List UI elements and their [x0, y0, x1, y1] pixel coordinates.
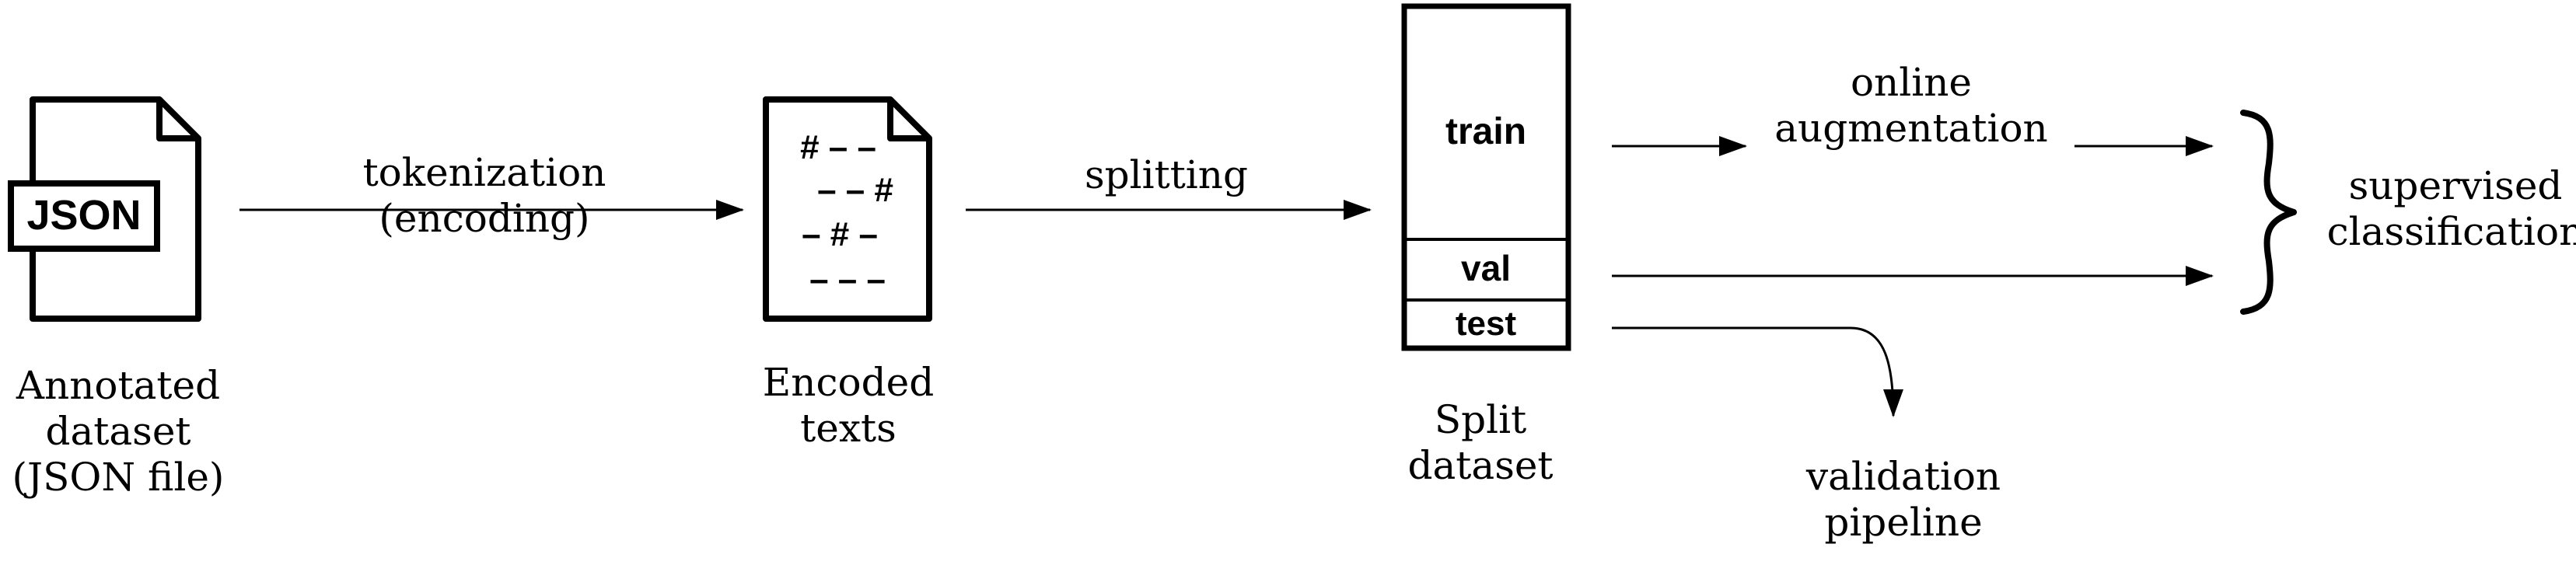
encoded-document-icon — [763, 96, 932, 322]
encoded-line-3: – # – — [802, 215, 878, 253]
json-badge-text: JSON — [26, 192, 142, 239]
annotated-dataset-label: Annotated dataset (JSON file) — [12, 363, 225, 500]
split-val-label: val — [1461, 248, 1511, 288]
split-dataset-label: Split dataset — [1407, 397, 1554, 488]
split-dataset-box — [1401, 3, 1571, 351]
json-file-icon — [8, 96, 201, 322]
split-test-label: test — [1455, 305, 1517, 343]
test-to-validation-arrow — [1612, 326, 1903, 417]
curly-brace — [2240, 110, 2297, 315]
encoded-line-4: – – – — [809, 260, 886, 298]
splitting-label: splitting — [1084, 152, 1249, 197]
validation-pipeline-label: validation pipeline — [1805, 454, 2001, 545]
online-augmentation-label: online augmentation — [1774, 60, 2048, 151]
tokenization-label: tokenization (encoding) — [362, 150, 606, 241]
encoded-texts-label: Encoded texts — [762, 360, 935, 451]
encoded-line-2: – – # — [817, 171, 893, 209]
supervised-classification-label: supervised classification — [2326, 163, 2576, 254]
encoded-line-1: # – – — [800, 128, 876, 166]
split-train-label: train — [1445, 111, 1527, 152]
